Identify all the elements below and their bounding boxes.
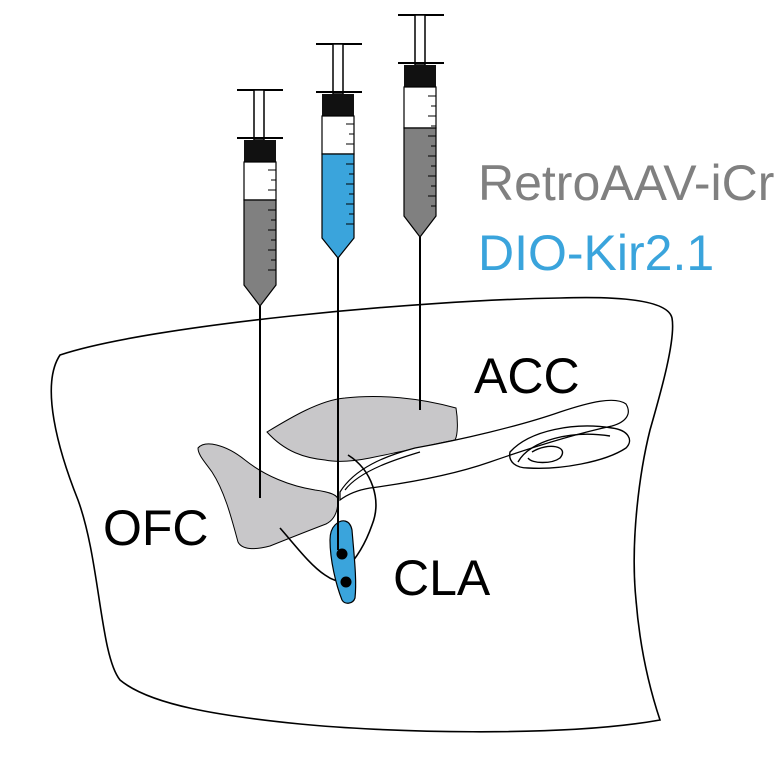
white-matter-tract <box>339 399 629 502</box>
barrel-graduations <box>346 123 354 225</box>
barrel-graduations <box>268 169 276 271</box>
syringe-left-gray <box>237 89 283 498</box>
cla-marker-dot-lower <box>340 576 352 588</box>
barrel-empty <box>321 115 355 155</box>
barrel-fluid <box>243 199 277 307</box>
plunger-rod <box>414 14 426 66</box>
plunger-rod <box>253 89 265 141</box>
syringe-right-gray <box>398 14 444 410</box>
barrel-empty <box>243 161 277 201</box>
label-ofc: OFC <box>103 500 209 556</box>
cla-marker-dot-upper <box>336 548 348 560</box>
plunger-seal <box>322 94 354 116</box>
ofc-region <box>197 443 339 550</box>
syringe-middle-blue <box>316 43 362 550</box>
projection-line-3 <box>344 451 421 491</box>
plunger-seal <box>244 140 276 162</box>
legend-virus-dio-kir: DIO-Kir2.1 <box>478 225 714 281</box>
barrel-empty <box>403 86 437 129</box>
hippocampus-curl <box>509 425 631 470</box>
label-acc: ACC <box>474 348 580 404</box>
barrel-graduations <box>428 95 436 207</box>
plunger-seal <box>404 65 436 87</box>
cla-region <box>329 520 357 604</box>
barrel-fluid <box>403 127 437 238</box>
brain-section-outline <box>50 296 674 733</box>
legend-virus-retroaav: RetroAAV-iCre <box>478 155 776 211</box>
barrel-fluid <box>321 153 355 259</box>
label-cla: CLA <box>393 550 491 606</box>
plunger-rod <box>332 43 344 95</box>
